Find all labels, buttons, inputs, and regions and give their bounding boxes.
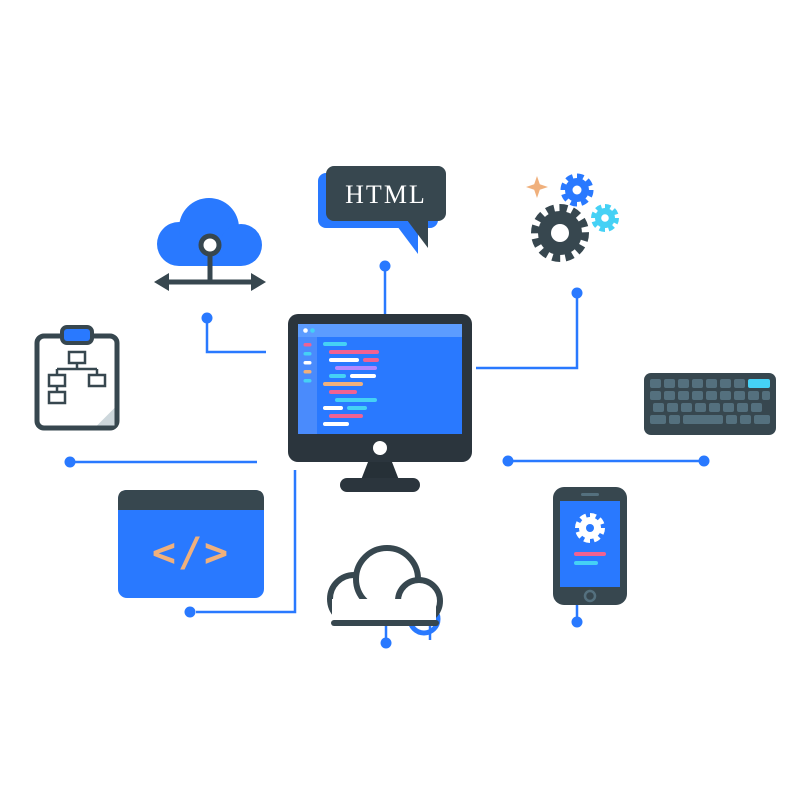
code-glyph-label: </> bbox=[151, 530, 231, 576]
monitor-screen bbox=[298, 324, 462, 434]
cloud-outline-icon bbox=[312, 535, 460, 647]
monitor-stand-neck bbox=[361, 462, 399, 480]
sidebar-marks bbox=[303, 343, 312, 383]
gear-large-dark-icon bbox=[531, 204, 589, 262]
folded-corner bbox=[97, 408, 115, 426]
smartphone-gear-icon bbox=[548, 484, 633, 609]
connector-dots bbox=[64, 260, 710, 649]
flowchart-glyph bbox=[47, 350, 107, 405]
code-lines bbox=[323, 342, 379, 426]
editor-titlebar bbox=[298, 324, 462, 337]
html-label: HTML bbox=[345, 180, 427, 209]
keyboard-key-accent bbox=[748, 379, 770, 388]
phone-home-button bbox=[583, 589, 597, 603]
clipboard-flowchart-icon bbox=[30, 322, 125, 434]
cloud-shape bbox=[157, 198, 262, 266]
desktop-monitor-code-icon bbox=[285, 310, 475, 495]
gear-small-blue-icon bbox=[560, 173, 594, 207]
bubble-body bbox=[326, 166, 446, 248]
phone-speaker bbox=[581, 493, 599, 496]
keyboard-icon bbox=[640, 370, 780, 438]
editor-sidebar bbox=[298, 337, 317, 434]
keyboard-keys bbox=[650, 379, 770, 424]
phone-screen bbox=[560, 501, 620, 587]
monitor-power-button bbox=[373, 441, 387, 455]
share-arrows-icon bbox=[164, 233, 256, 285]
html-speech-bubble-icon: HTML bbox=[316, 158, 452, 258]
sparkle-icon bbox=[526, 176, 548, 198]
window-control-dots bbox=[303, 328, 315, 333]
phone-text-lines bbox=[574, 552, 606, 565]
cloud-network-icon bbox=[145, 190, 275, 305]
code-window-icon: </> bbox=[116, 488, 266, 600]
gears-icon bbox=[515, 163, 635, 278]
keyboard-spacebar bbox=[683, 415, 723, 424]
monitor-stand-base bbox=[340, 478, 420, 492]
code-window-body bbox=[118, 490, 264, 598]
code-window-titlebar bbox=[118, 490, 264, 510]
gear-small-cyan-icon bbox=[591, 204, 619, 232]
phone-gear-icon bbox=[575, 513, 605, 543]
clipboard-clip bbox=[60, 325, 94, 345]
